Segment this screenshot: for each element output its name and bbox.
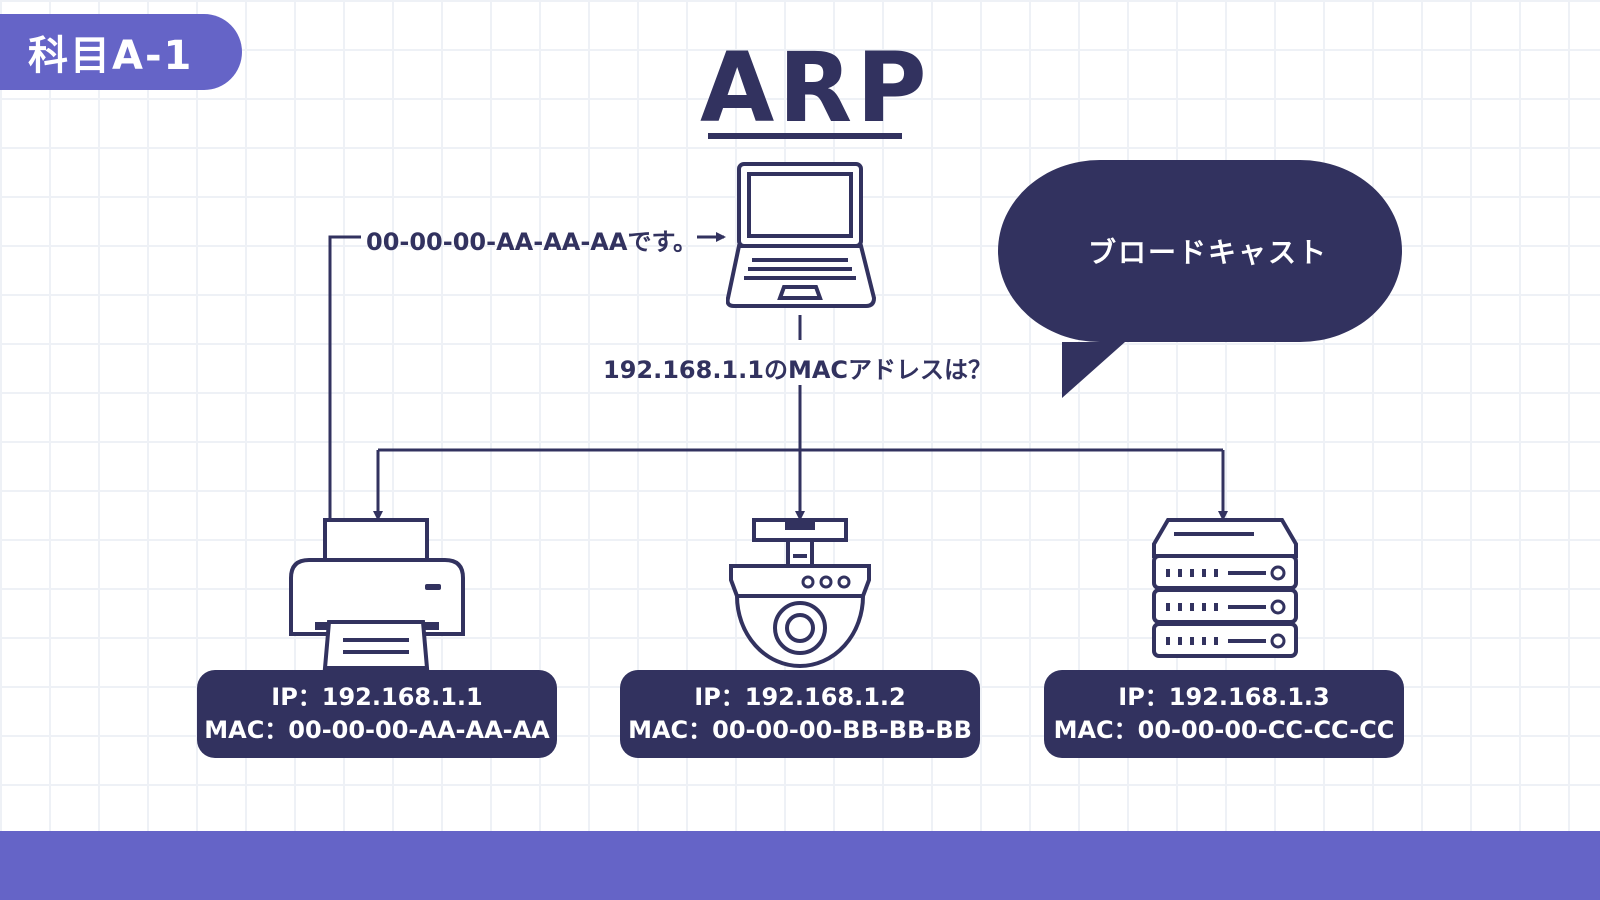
printer-ip: IP：192.168.1.1 <box>271 683 483 711</box>
camera-icon <box>729 518 871 668</box>
footer-bar <box>0 831 1600 900</box>
title-underline <box>708 133 902 139</box>
subject-badge: 科目A-1 <box>0 14 242 90</box>
server-info-box: IP：192.168.1.3 MAC：00-00-00-CC-CC-CC <box>1044 670 1404 758</box>
reply-line <box>328 235 361 518</box>
server-mac: MAC：00-00-00-CC-CC-CC <box>1053 716 1395 744</box>
camera-ip: IP：192.168.1.2 <box>694 683 906 711</box>
printer-mac: MAC：00-00-00-AA-AA-AA <box>204 716 550 744</box>
printer-icon <box>289 518 465 670</box>
bubble-label: ブロードキャスト <box>1087 236 1328 269</box>
server-ip: IP：192.168.1.3 <box>1118 683 1330 711</box>
camera-mac: MAC：00-00-00-BB-BB-BB <box>628 716 972 744</box>
printer-info-box: IP：192.168.1.1 MAC：00-00-00-AA-AA-AA <box>197 670 557 758</box>
subject-badge-label: 科目A-1 <box>28 33 194 79</box>
reply-label: 00-00-00-AA-AA-AAです。 <box>366 228 698 256</box>
laptop-icon <box>726 162 876 308</box>
speech-bubble <box>998 160 1402 398</box>
page-title: ARP <box>700 32 931 144</box>
camera-info-box: IP：192.168.1.2 MAC：00-00-00-BB-BB-BB <box>620 670 980 758</box>
query-label: 192.168.1.1のMACアドレスは？ <box>603 356 993 384</box>
server-icon <box>1152 518 1298 658</box>
